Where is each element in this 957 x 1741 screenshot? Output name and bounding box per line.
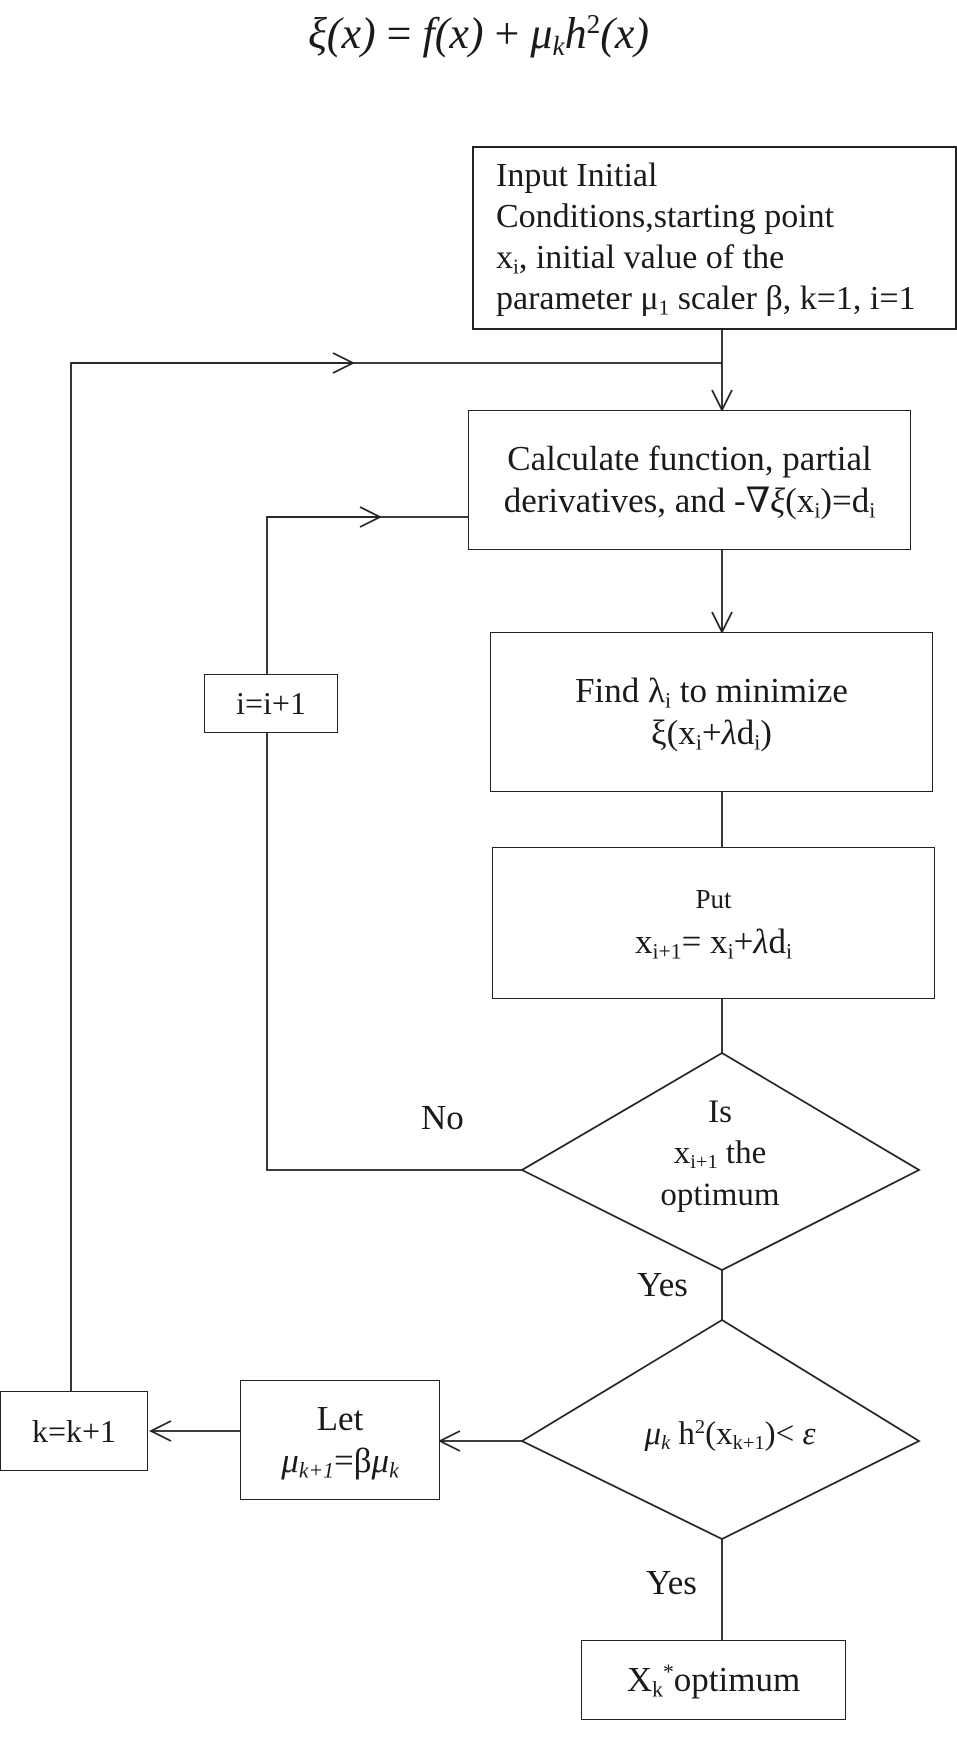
increment-i-box: i=i+1 — [204, 674, 338, 733]
label-yes-1: Yes — [637, 1265, 688, 1304]
decision-optimum-line-2: xi+1 the — [673, 1135, 767, 1174]
find-line-2: ξ(xi+λdi) — [651, 713, 772, 755]
start-line-1: Input Initial — [496, 157, 658, 195]
decision-optimum-line-3: optimum — [660, 1176, 780, 1213]
put-line-1: Put — [695, 883, 732, 914]
put-line-2: xi+1= xi+λdi — [634, 922, 793, 964]
decision-optimum-text: Is xi+1 the optimum — [600, 1092, 840, 1216]
find-line-1: Find λi to minimize — [575, 671, 848, 713]
let-line-1: Let — [316, 1399, 364, 1438]
decision-diamond-optimum — [520, 1051, 921, 1272]
calc-line-1: Calculate function, partial — [507, 439, 872, 478]
increment-k-label: k=k+1 — [31, 1412, 117, 1449]
decision-diamond-penalty — [520, 1318, 921, 1541]
start-line-3: xi, initial value of the — [496, 239, 785, 279]
let-line-2: μk+1=βμk — [281, 1441, 399, 1483]
calc-line-2: derivatives, and -∇ξ(xi)=di — [503, 481, 876, 523]
calculate-derivatives-box: Calculate function, partial derivatives,… — [468, 410, 911, 550]
increment-i-label: i=i+1 — [236, 685, 306, 722]
result-line: Xk*optimum — [626, 1660, 801, 1702]
update-mu-box: Let μk+1=βμk — [240, 1380, 440, 1500]
result-optimum-box: Xk*optimum — [581, 1640, 846, 1720]
label-yes-2: Yes — [646, 1563, 697, 1602]
put-update-box: Put xi+1= xi+λdi — [492, 847, 935, 999]
decision-optimum-line-1: Is — [708, 1094, 732, 1130]
start-line-4: parameter μ1 scaler β, k=1, i=1 — [496, 279, 916, 320]
start-input-box: Input Initial Conditions,starting point … — [472, 146, 957, 330]
connector-i-loop — [266, 516, 468, 674]
find-lambda-box: Find λi to minimize ξ(xi+λdi) — [490, 632, 933, 792]
decision-penalty-text: μk h2(xk+1)< ε — [644, 1415, 816, 1455]
label-no: No — [421, 1098, 464, 1137]
increment-k-box: k=k+1 — [0, 1391, 148, 1471]
penalty-function-formula: ξ(x) = f(x) + μkh2(x) — [307, 9, 650, 61]
connector-no-branch — [266, 733, 522, 1171]
start-line-2: Conditions,starting point — [496, 198, 835, 236]
